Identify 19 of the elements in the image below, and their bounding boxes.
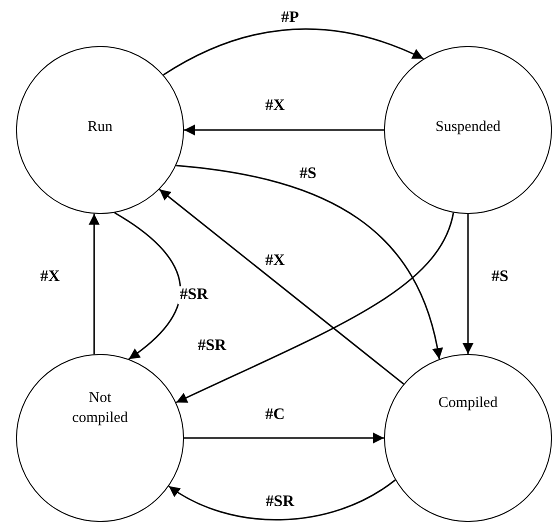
arrow	[168, 479, 396, 520]
arrow	[114, 212, 182, 360]
state-circle	[16, 354, 184, 522]
edge-label: #SR	[178, 286, 210, 304]
state-circle	[16, 46, 184, 214]
arrow	[176, 164, 442, 360]
arrow	[158, 188, 404, 385]
arrow	[462, 214, 474, 354]
arrow	[184, 124, 384, 136]
state-name: Suspended	[436, 118, 500, 138]
state-name: Run	[87, 118, 112, 138]
state-circle	[384, 354, 552, 522]
state-name: Compiled	[438, 394, 498, 413]
arrow	[88, 214, 100, 354]
arrow	[184, 432, 384, 444]
state-name: Not compiled	[71, 388, 129, 428]
arrow	[176, 212, 454, 404]
state-circle	[384, 46, 552, 214]
arrow	[163, 28, 424, 76]
